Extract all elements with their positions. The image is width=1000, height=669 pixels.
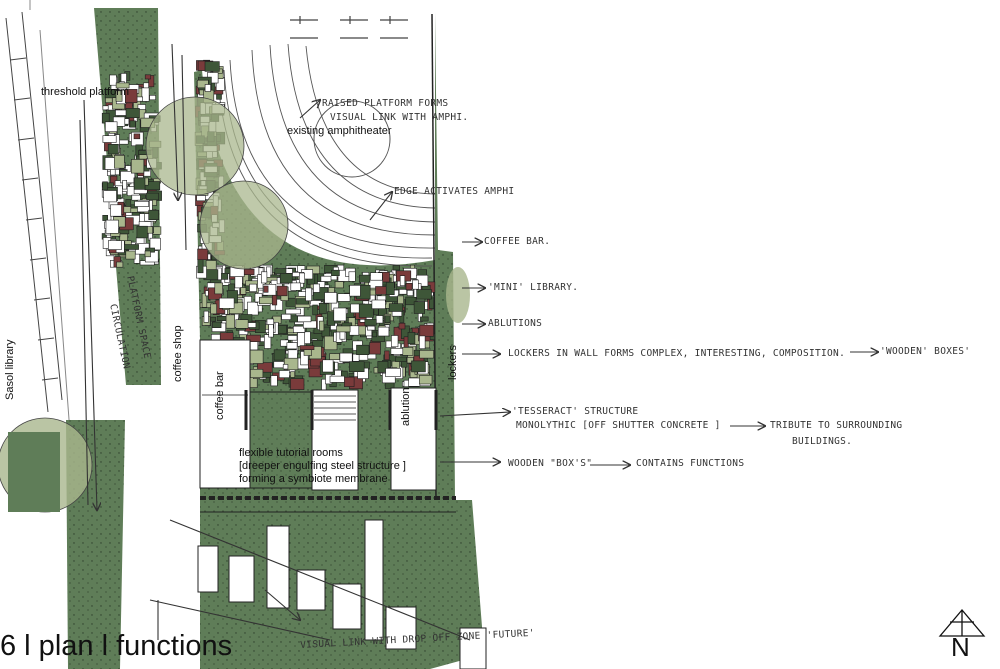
coffee-bar-note: COFFEE BAR. (484, 236, 551, 247)
raised-platform-note-1: RAISED PLATFORM FORMS (322, 98, 449, 109)
flexible-rooms-label: flexible tutorial rooms [dreeper engulfi… (239, 447, 406, 486)
tesseract-note-2: MONOLYTHIC [OFF SHUTTER CONCRETE ] (516, 420, 721, 431)
street-edge (5, 0, 76, 501)
coffee-bar-label: coffee bar (214, 371, 226, 420)
lockers-label: lockers (447, 345, 459, 380)
figure-caption: 6 l plan l functions (0, 630, 233, 662)
flexible-rooms-line-3: forming a symbiote membrane (239, 473, 388, 485)
north-arrow (938, 608, 986, 637)
tribute-note-2: BUILDINGS. (792, 436, 853, 447)
tribute-note-1: TRIBUTE TO SURROUNDING (770, 420, 903, 431)
wooden-box-note: WOODEN "BOX'S" (508, 458, 593, 469)
sasol-library-label: Sasol library (4, 339, 16, 400)
flexible-rooms-line-1: flexible tutorial rooms (239, 447, 343, 459)
coffee-shop-label: coffee shop (172, 325, 184, 382)
existing-amphitheater-label: existing amphitheater (287, 125, 392, 137)
ablutions-note: ABLUTIONS (488, 318, 543, 329)
tesseract-note-1: 'TESSERACT' STRUCTURE (512, 406, 639, 417)
wooden-boxes-quote-note: 'WOODEN' BOXES' (880, 346, 971, 357)
ablution-label: ablution (400, 387, 412, 426)
building-boxes (197, 339, 487, 669)
lockers-wall-note: LOCKERS IN WALL FORMS COMPLEX, INTERESTI… (508, 348, 846, 359)
mini-library-note: 'MINI' LIBRARY. (488, 282, 579, 293)
north-letter: N (951, 632, 970, 662)
raised-platform-note-2: VISUAL LINK WITH AMPHI. (330, 112, 469, 123)
contains-functions-note: CONTAINS FUNCTIONS (636, 458, 745, 469)
threshold-platform-label: threshold platform (41, 86, 130, 98)
tree-canopies (0, 96, 470, 513)
edge-activates-note: EDGE ACTIVATES AMPHI (394, 186, 515, 197)
annotation-arrows (79, 43, 878, 641)
flexible-rooms-line-2: [dreeper engulfing steel structure ] (239, 460, 406, 472)
